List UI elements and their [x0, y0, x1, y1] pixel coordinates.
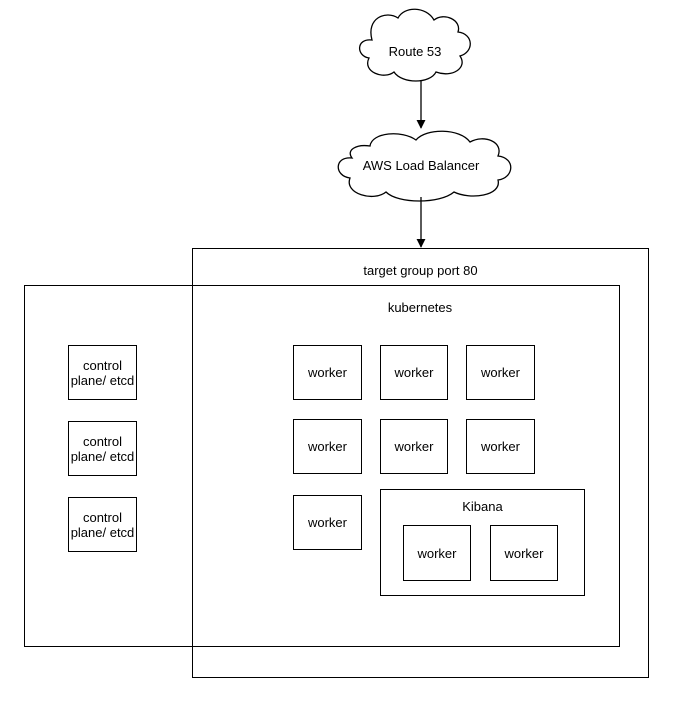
worker-node: worker: [466, 345, 535, 400]
control-plane-node: control plane/ etcd: [68, 497, 137, 552]
worker-node: worker: [380, 419, 448, 474]
kibana-worker-node: worker: [403, 525, 471, 581]
worker-node: worker: [380, 345, 448, 400]
load-balancer-cloud-shape: [337, 130, 512, 202]
control-plane-node: control plane/ etcd: [68, 345, 137, 400]
control-plane-node: control plane/ etcd: [68, 421, 137, 476]
worker-node: worker: [466, 419, 535, 474]
route53-cloud-shape: [358, 8, 471, 82]
target-group-label: target group port 80: [363, 263, 478, 278]
kibana-box: [380, 489, 585, 596]
kubernetes-label: kubernetes: [387, 300, 453, 315]
kibana-label: Kibana: [462, 499, 503, 514]
load-balancer-label: AWS Load Balancer: [362, 158, 480, 173]
worker-node: worker: [293, 495, 362, 550]
kibana-worker-node: worker: [490, 525, 558, 581]
route53-label: Route 53: [388, 44, 442, 59]
worker-node: worker: [293, 345, 362, 400]
target-group-box: [192, 248, 649, 678]
kubernetes-box: [24, 285, 620, 647]
worker-node: worker: [293, 419, 362, 474]
